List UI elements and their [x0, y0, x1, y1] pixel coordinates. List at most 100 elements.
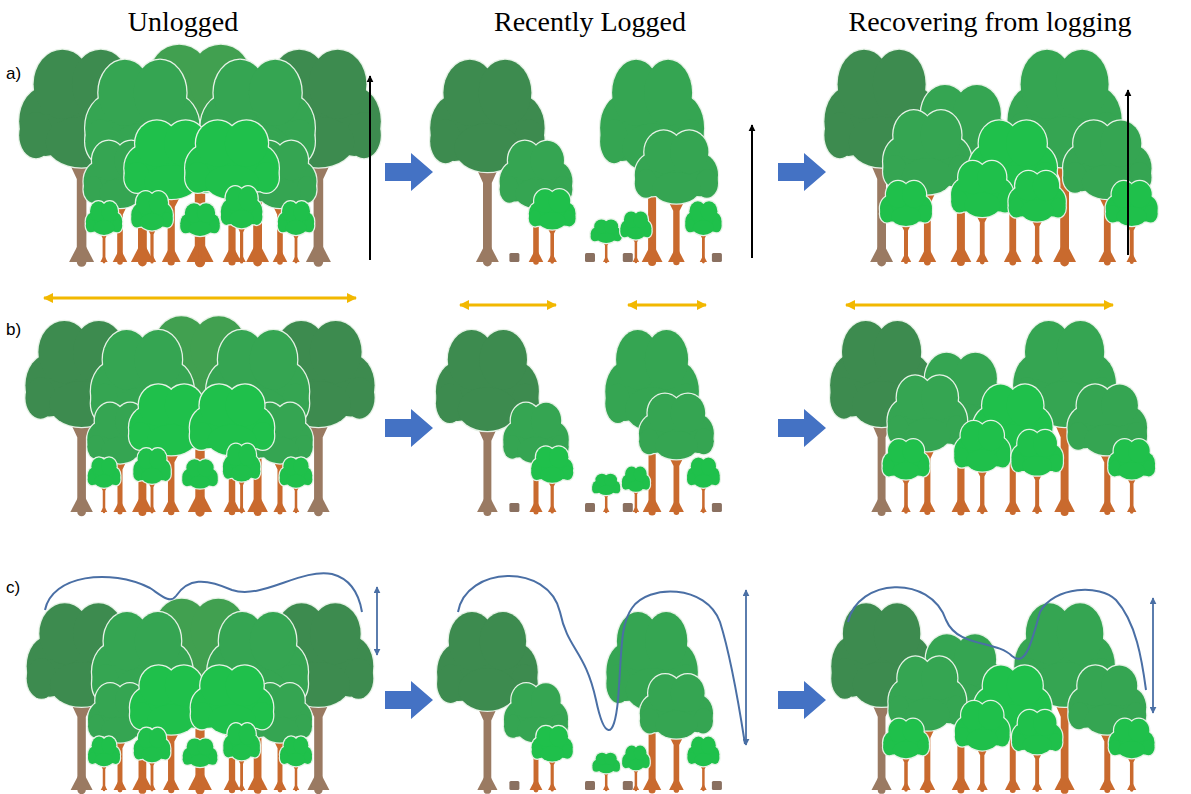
tree-crown — [1056, 50, 1109, 119]
tree-crown — [964, 193, 1000, 217]
tree-crown — [874, 321, 922, 383]
tree-crown — [479, 60, 532, 126]
tree-crown — [1118, 462, 1145, 479]
tree-crown — [190, 476, 211, 489]
tree-crown — [149, 448, 166, 469]
tree-crown — [978, 421, 1004, 451]
tree-crown — [693, 220, 714, 235]
tree-crown — [540, 467, 564, 483]
tree-crown — [977, 161, 1006, 194]
tree-crown — [197, 738, 213, 755]
trunk-base — [529, 248, 544, 262]
forest-panel — [830, 321, 1155, 512]
tree-crown — [1007, 385, 1044, 427]
tree-crown — [902, 181, 926, 207]
trunk-base — [901, 781, 910, 790]
trunk-base — [977, 501, 988, 512]
roughness-arrow — [745, 590, 747, 745]
tree-crown — [531, 403, 561, 439]
trunk-base — [197, 783, 204, 790]
tree-crown — [95, 753, 113, 766]
tree — [183, 738, 218, 790]
tree-crown — [149, 191, 168, 214]
tree-crown — [101, 457, 116, 475]
tree-crown — [891, 207, 921, 226]
roughness-arrow — [1152, 598, 1154, 713]
tree-crown — [141, 468, 163, 483]
panel-letter: b) — [6, 320, 21, 340]
trunk-base — [1005, 775, 1021, 790]
tree-crown — [549, 726, 568, 747]
tree — [1109, 719, 1155, 790]
tree-crown — [458, 668, 516, 711]
trunk-base — [700, 255, 707, 262]
tree-crown — [634, 211, 648, 228]
trunk-base — [101, 506, 108, 512]
tree-crown — [1057, 603, 1103, 664]
tree — [86, 201, 122, 262]
trunk-base — [477, 771, 497, 790]
tree-crown — [1128, 439, 1150, 463]
tree-crown — [225, 120, 268, 166]
tree-crown — [1128, 181, 1152, 207]
column-heading: Recovering from logging — [848, 6, 1131, 38]
tree-crown — [239, 723, 256, 745]
trunk-base — [1055, 771, 1075, 790]
trunk-base — [224, 496, 241, 512]
tree — [278, 201, 314, 262]
tree-crown — [197, 203, 215, 222]
trunk-base — [870, 240, 893, 262]
tree-crown — [1101, 120, 1142, 166]
trunk-base — [237, 254, 245, 262]
tree-crown — [1033, 710, 1056, 736]
tree — [221, 186, 263, 262]
tree-crown — [479, 330, 527, 389]
trunk-base — [603, 506, 610, 512]
tree-crown — [294, 737, 309, 754]
trunk-base — [643, 772, 661, 790]
tree-crown — [540, 746, 564, 761]
tree-stump — [585, 781, 595, 790]
tree-crown — [549, 189, 571, 213]
trunk-base — [477, 492, 498, 512]
trunk-base — [872, 771, 892, 790]
tree-crown — [902, 181, 926, 207]
trunk-base — [977, 779, 988, 790]
trunk-base — [71, 769, 93, 790]
tree-crown — [293, 457, 308, 475]
tree-crown — [189, 222, 212, 236]
tree-crown — [1023, 735, 1052, 754]
tree — [185, 120, 279, 262]
tree — [640, 674, 713, 790]
tree — [622, 746, 649, 790]
tree-crown — [531, 403, 561, 439]
tree-stump — [509, 253, 519, 262]
tree-crown — [874, 603, 920, 664]
tree-crown — [197, 459, 213, 476]
tree-crown — [1007, 385, 1044, 427]
trunk-base — [700, 784, 707, 790]
tree — [88, 737, 120, 790]
tree — [955, 701, 1010, 790]
tree-crown — [921, 657, 957, 701]
column-heading: Unlogged — [128, 6, 238, 38]
tree-crown — [634, 211, 648, 228]
trunk-base — [603, 784, 610, 790]
tree-crown — [1117, 207, 1147, 226]
tree-crown — [701, 457, 716, 475]
tree-crown — [644, 60, 692, 126]
trunk-base — [238, 505, 245, 512]
trunk-base — [238, 783, 245, 790]
tree — [883, 719, 929, 790]
tree-crown — [250, 612, 296, 670]
trunk-base — [306, 238, 331, 262]
tree — [639, 394, 714, 512]
tree-crown — [140, 214, 164, 231]
trunk-base — [976, 250, 988, 262]
canopy-width-arrow — [846, 304, 1113, 307]
tree-crown — [135, 612, 181, 670]
tree-crown — [966, 450, 998, 472]
tree-crown — [94, 220, 115, 235]
trunk-base — [1100, 775, 1116, 790]
tree-crown — [902, 439, 924, 463]
